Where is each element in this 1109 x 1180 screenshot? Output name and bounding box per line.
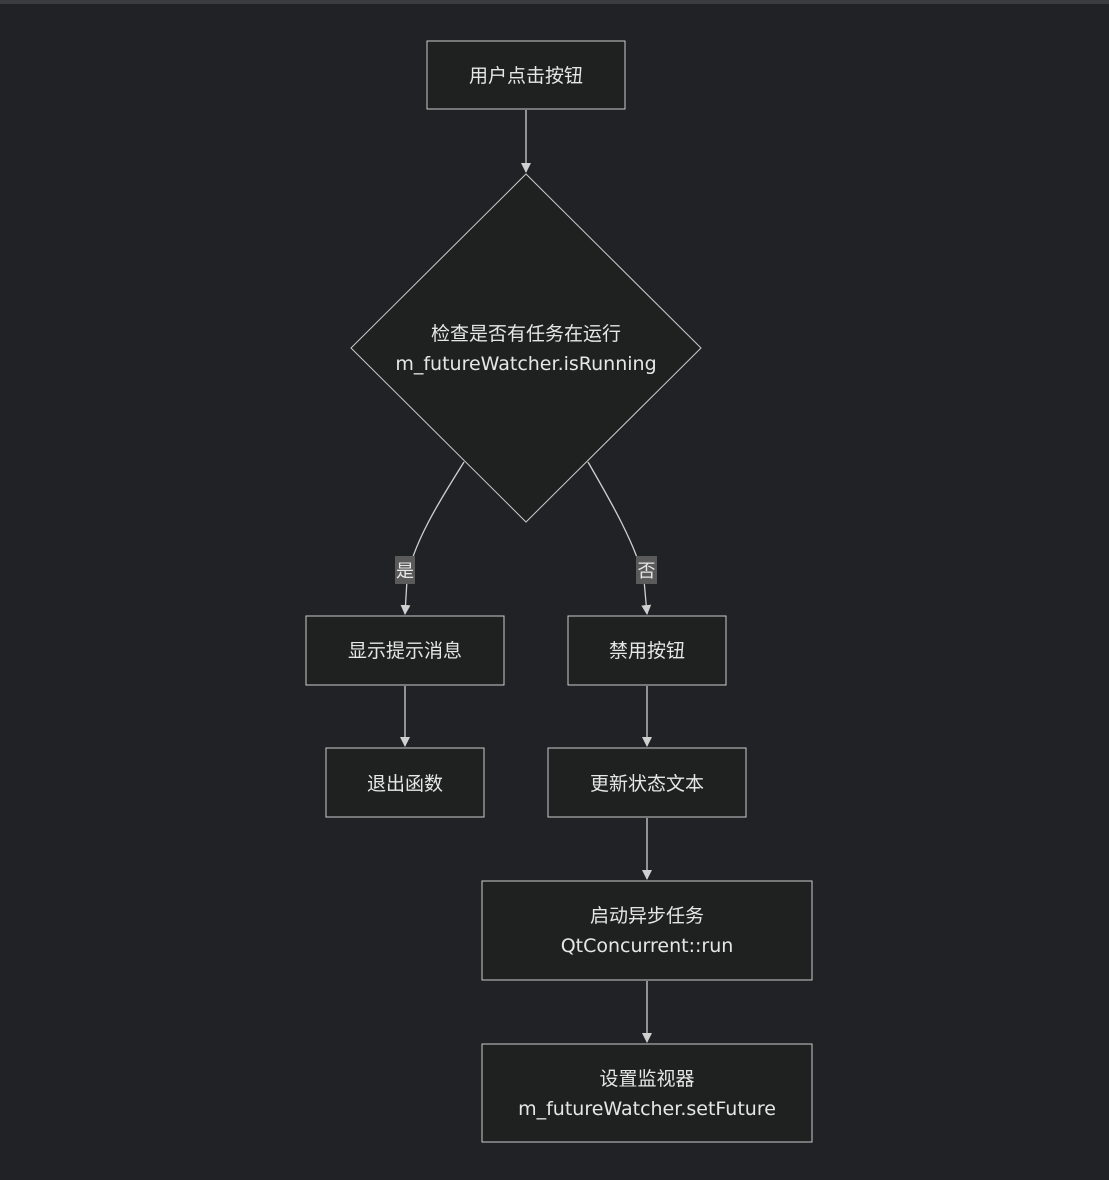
edge-check-to-disable-button [587, 461, 652, 615]
node-check-running-label: 检查是否有任务在运行 [431, 323, 621, 345]
edge-label-yes: 是 [395, 556, 415, 584]
node-set-watcher-sublabel: m_futureWatcher.setFuture [518, 1098, 776, 1120]
node-start-async-task-label: 启动异步任务 [590, 905, 704, 927]
node-show-message: 显示提示消息 [305, 615, 505, 686]
edge-label-no-text: 否 [638, 561, 656, 582]
node-set-watcher-label: 设置监视器 [599, 1068, 694, 1090]
edge-check-to-show-message [400, 461, 465, 615]
node-start-async-task: 启动异步任务 QtConcurrent::run [481, 880, 813, 981]
edge-label-yes-text: 是 [396, 561, 414, 582]
node-update-status-label: 更新状态文本 [590, 773, 704, 795]
node-exit-function-label: 退出函数 [367, 773, 443, 795]
node-exit-function: 退出函数 [325, 747, 485, 818]
node-user-clicks-button: 用户点击按钮 [426, 40, 626, 110]
node-start-async-task-sublabel: QtConcurrent::run [561, 935, 734, 957]
window-top-edge [0, 0, 1109, 4]
node-user-clicks-button-label: 用户点击按钮 [469, 65, 583, 87]
node-show-message-label: 显示提示消息 [348, 640, 462, 662]
node-disable-button: 禁用按钮 [567, 615, 727, 686]
node-check-running: 检查是否有任务在运行 m_futureWatcher.isRunning [350, 173, 702, 523]
node-check-running-sublabel: m_futureWatcher.isRunning [395, 353, 656, 375]
node-disable-button-label: 禁用按钮 [609, 640, 685, 662]
edge-label-no: 否 [636, 556, 657, 584]
node-set-watcher: 设置监视器 m_futureWatcher.setFuture [481, 1043, 813, 1143]
node-update-status: 更新状态文本 [547, 747, 747, 818]
